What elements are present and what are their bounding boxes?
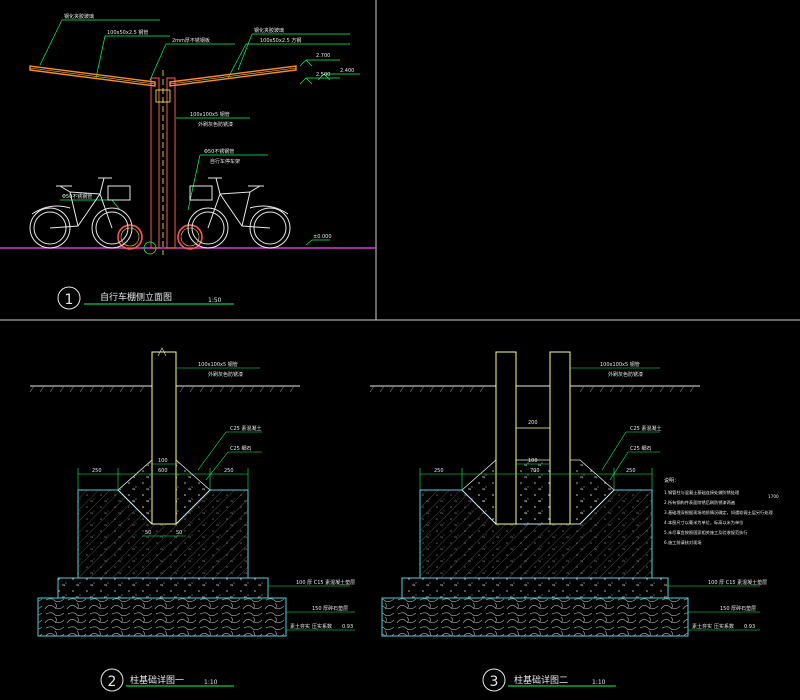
- label-2-concrete: C25 素混凝土: [230, 425, 261, 432]
- drawing-2-scale: 1:10: [204, 679, 218, 686]
- label-2-soil-3: 0.93: [342, 624, 353, 630]
- drawing-3-scale: 1:10: [592, 679, 606, 686]
- notes-line-3: 3.基础埋深根据现场地质情况确定，如遇软弱土层另行处理: [664, 509, 773, 516]
- dim-3-inner: 200: [528, 420, 538, 426]
- label-2-soil: 素土夯实: [290, 623, 310, 630]
- dim-2-b1: 50: [145, 530, 151, 536]
- drawing-1-title: 自行车棚侧立面图: [100, 291, 172, 303]
- notes-line-1: 1.钢管柱与混凝土基础连接处做防锈处理: [664, 489, 740, 496]
- steel-column-3a: [495, 351, 517, 525]
- connector-plate: [155, 89, 171, 103]
- cushion-layer: [57, 577, 269, 599]
- drawing-3-foundation-detail-2: 250 700 250 100 200 100x100x5 钢管 外刷灰色防锈漆…: [369, 351, 779, 692]
- bike-rack-left: [117, 224, 143, 250]
- label-3-soil-3: 0.93: [744, 624, 755, 630]
- dim-3-top: 100: [528, 458, 538, 464]
- label-3-column: 100x100x5 钢管: [600, 361, 640, 368]
- roof-right: [169, 65, 297, 87]
- label-3-cushion: 100 厚 C15 素混凝土垫层: [708, 579, 767, 586]
- notes-side: 1700: [768, 494, 779, 499]
- cushion-layer-3: [401, 577, 669, 599]
- steel-column: [151, 351, 177, 525]
- bicycle-left: [29, 177, 133, 249]
- label-2-pour: C25 细石: [230, 445, 251, 452]
- drawing-2-title: 柱基础详图一: [130, 674, 184, 686]
- label-column-note: 外刷灰色防锈漆: [198, 121, 233, 128]
- drawing-3-title: 柱基础详图二: [514, 674, 568, 686]
- drawing-2-number: 2: [108, 674, 117, 690]
- label-3-soil: 素土夯实: [692, 623, 712, 630]
- elevation-2400: 2.400: [340, 68, 354, 74]
- dim-3-left: 250: [434, 468, 444, 474]
- label-2-gravel: 150 厚碎石垫层: [312, 605, 348, 612]
- label-rack-right-2: 自行车停车架: [210, 158, 240, 165]
- label-rack-left: Φ50不锈钢管: [62, 193, 92, 200]
- drawing-1-number-circle: [57, 286, 81, 310]
- elevation-2700: 2.700: [316, 53, 330, 59]
- construction-notes: 说明： 1.钢管柱与混凝土基础连接处做防锈处理 2.所有钢构件表面除锈后刷防锈漆…: [664, 477, 779, 546]
- drawing-2-foundation-detail-1: 250 600 250 100 50 50 100x100x5 钢管 外刷灰色防…: [29, 347, 355, 692]
- label-ground: ±0.000: [313, 234, 332, 240]
- dim-3-right: 250: [626, 468, 636, 474]
- dim-2-top: 100: [158, 458, 168, 464]
- label-connector: 2mm厚不锈钢板: [172, 37, 210, 44]
- label-3-column-note: 外刷灰色防锈漆: [608, 371, 643, 378]
- label-2-cushion: 100 厚 C15 素混凝土垫层: [296, 579, 355, 586]
- label-roof-right-2: 100x50x2.5 方钢: [260, 37, 301, 44]
- notes-line-2: 2.所有钢构件表面除锈后刷防锈漆两遍: [664, 499, 736, 506]
- dim-3-middle: 700: [530, 468, 540, 474]
- notes-line-6: 6.施工前请核对现场: [664, 539, 702, 546]
- drawing-2-number-circle: [100, 668, 124, 692]
- bicycle-right: [187, 177, 291, 249]
- drawing-1-scale: 1:50: [208, 297, 222, 304]
- bike-rack-right: [177, 224, 203, 250]
- elevation-2500: 2.500: [316, 72, 330, 78]
- dim-2-left: 250: [92, 468, 102, 474]
- label-2-column: 100x100x5 钢管: [198, 361, 238, 368]
- dim-2-middle: 600: [158, 468, 168, 474]
- label-rafter: 100x50x2.5 钢管: [107, 29, 148, 36]
- label-column: 100x100x5 钢管: [190, 111, 230, 118]
- roof-left: [29, 65, 156, 87]
- steel-column-3b: [549, 351, 571, 525]
- drawing-3-number: 3: [490, 674, 499, 690]
- gravel-layer-3: [381, 597, 689, 637]
- notes-heading: 说明：: [664, 477, 679, 484]
- label-3-concrete: C25 素混凝土: [630, 425, 661, 432]
- notes-line-4: 4.本图尺寸以毫米为单位，标高以米为单位: [664, 519, 743, 526]
- drawing-1-number: 1: [65, 292, 74, 308]
- dim-2-right: 250: [224, 468, 234, 474]
- label-rack-right: Φ50不锈钢管: [204, 148, 234, 155]
- column-left: [150, 77, 160, 249]
- label-2-soil-2: 压实系数: [312, 623, 332, 630]
- label-roof-right-1: 钢化夹胶玻璃: [254, 27, 284, 34]
- gravel-layer: [37, 597, 287, 637]
- label-3-gravel: 150 厚碎石垫层: [720, 605, 756, 612]
- drawing-1-bike-shed-elevation: 钢化夹胶玻璃 100x50x2.5 钢管 2mm厚不锈钢板 钢化夹胶玻璃 100…: [0, 13, 376, 310]
- label-roof-material: 钢化夹胶玻璃: [64, 13, 94, 20]
- label-3-soil-2: 压实系数: [714, 623, 734, 630]
- column-right: [166, 77, 176, 249]
- label-3-pour: C25 细石: [630, 445, 651, 452]
- notes-line-5: 5.未尽事宜按照国家相关施工及验收规范执行: [664, 529, 748, 536]
- label-2-column-note: 外刷灰色防锈漆: [208, 371, 243, 378]
- dim-2-b2: 50: [176, 530, 182, 536]
- drawing-3-number-circle: [482, 668, 506, 692]
